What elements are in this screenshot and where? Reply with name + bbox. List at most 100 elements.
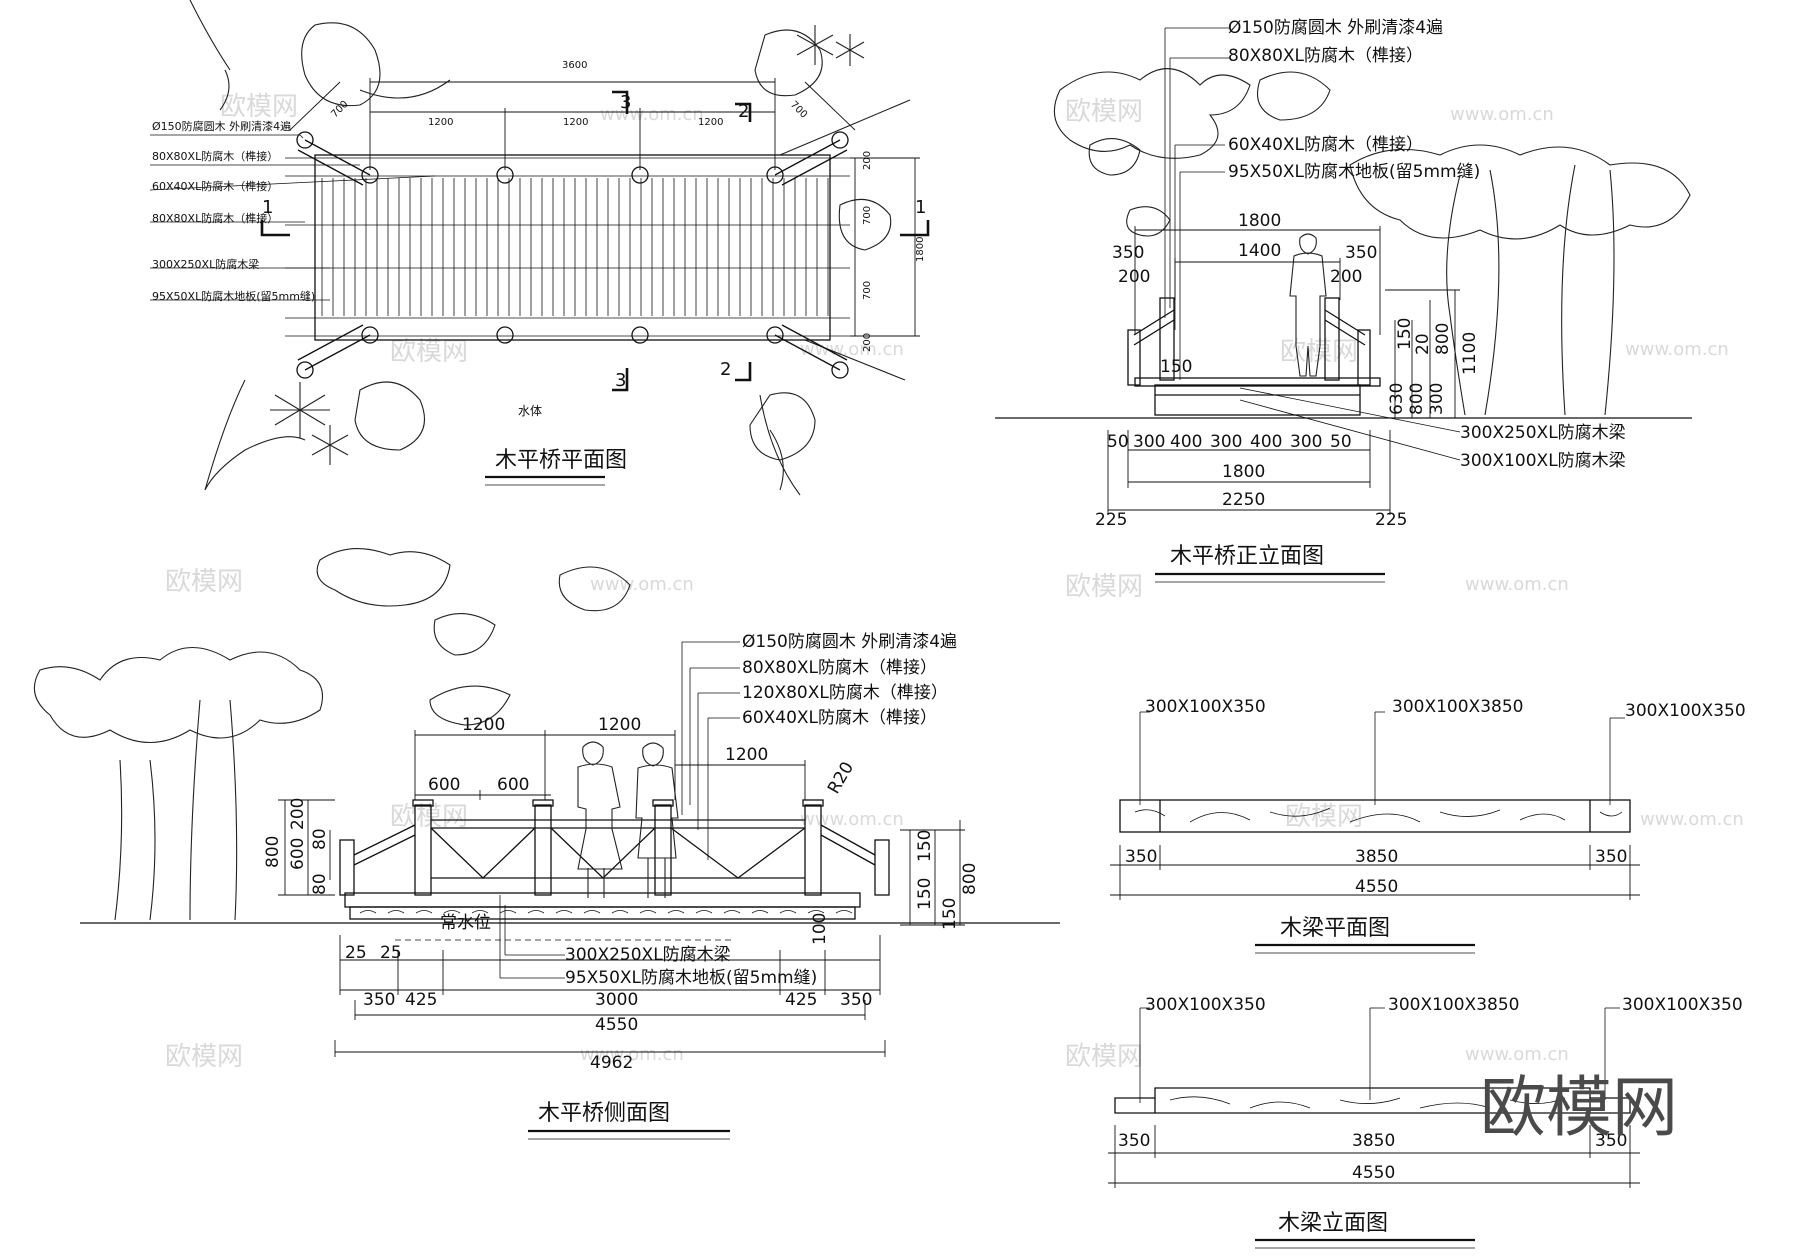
side-post [534,804,552,896]
front-dim-lo: 400 [1250,432,1282,452]
front-dim: 150 [1160,357,1192,377]
beam-elev-leaders [1139,1007,1620,1103]
plan-note: 95X50XL防腐木地板(留5mm缝) [152,289,315,303]
front-dim-r: 20 [1413,333,1433,355]
side-dim-l: 80 [310,828,330,850]
plan-note: 80X80XL防腐木（榫接） [152,211,278,225]
side-beam-grain-mark [387,910,405,914]
front-note-beam: 300X100XL防腐木梁 [1460,451,1626,471]
side-note: 120X80XL防腐木（榫接） [742,683,948,703]
plan-rock [754,29,823,97]
beam-plan-dim: 350 [1595,847,1627,867]
plan-dim-r: 200 [862,151,873,170]
front-dim-r: 800 [1407,383,1427,415]
side-dim-b: 25 [380,943,402,963]
front-tree-trunk [1561,164,1615,416]
side-dim: 1200 [598,715,641,735]
section-mark-3: 3 [615,370,626,391]
side-person [577,741,623,898]
side-person [635,742,679,898]
side-note-leaders [499,641,740,979]
plan-dim-1200: 1200 [698,117,723,128]
plan-view: 3600 1200 1200 1200 700 700 200 700 700 … [149,0,930,496]
watermark-url: www.om.cn [800,809,904,830]
side-dim: 1200 [725,745,768,765]
plan-foliage [759,394,801,496]
front-side-rails [1133,309,1366,346]
side-dim-b: 425 [405,990,437,1010]
plan-dim-r: 700 [862,281,873,300]
side-dim-r: 100 [810,913,830,945]
plan-post [766,326,784,344]
front-title: 木平桥正立面图 [1170,544,1324,569]
front-dim-r: 300 [1427,383,1447,415]
side-water-level: 常水位 [440,913,491,933]
plan-deck-boards [321,178,829,316]
side-dim-b: 25 [345,943,367,963]
plan-rock [838,198,892,251]
watermark-url: www.om.cn [600,104,704,125]
plan-dim-1800: 1800 [915,237,926,262]
front-beam [1154,384,1361,416]
plan-dim-r: 200 [862,333,873,352]
front-post [1127,329,1141,386]
watermark-cn: 欧模网 [165,1042,243,1072]
side-rails [353,819,876,879]
plan-dim-3600: 3600 [562,60,587,71]
plan-deck-outline [314,154,831,341]
front-note: Ø150防腐圆木 外刷清漆4遍 [1228,18,1443,38]
side-dim: 600 [497,775,529,795]
beam-plan-view: 300X100X350 300X100X3850 300X100X350 350… [1110,697,1746,954]
side-dim-r: 150 [940,898,960,930]
side-beam-grain-mark [751,910,769,914]
watermark-cn: 欧模网 [1065,572,1143,602]
beam-elevation-view: 300X100X350 300X100X3850 300X100X350 350… [1108,995,1743,1249]
plan-dim-r: 700 [862,206,873,225]
watermark-cn: 欧模网 [165,567,243,597]
side-dim-r: 150 [915,830,935,862]
side-beam-grain-mark [639,910,657,914]
front-dim: 200 [1118,267,1150,287]
plan-dim-700: 700 [329,99,350,120]
beam-elev-grain [1169,1096,1566,1109]
front-dim-total: 225 [1375,510,1407,530]
beam-plan-dims [1110,845,1640,900]
side-post-cap [412,799,434,807]
side-dim-l: 80 [310,873,330,895]
watermark-cn: 欧模网 [1065,1042,1143,1072]
front-dim: 1800 [1238,211,1281,231]
front-note-beam: 300X250XL防腐木梁 [1460,423,1626,443]
side-dim-b: 425 [785,990,817,1010]
beam-plan-title: 木梁平面图 [1280,916,1390,941]
side-note-bottom: 95X50XL防腐木地板(留5mm缝) [565,968,817,988]
front-dim-r: 150 [1395,318,1415,350]
beam-elev-dims [1108,1125,1640,1188]
beam-plan-leaders [1139,711,1625,805]
side-beam-grain-mark [695,910,713,914]
side-beam-grain-mark [807,910,825,914]
front-dim-lower [1107,430,1391,515]
front-dim-upper [1134,226,1381,335]
front-dim-r: 630 [1387,383,1407,415]
plan-post [831,131,849,149]
side-dim-b: 4550 [595,1015,638,1035]
side-beam-grain-mark [723,910,741,914]
front-dim-lo: 300 [1290,432,1322,452]
side-beam-grain [359,910,853,914]
watermark-url: www.om.cn [1640,809,1744,830]
beam-elev-dim: 3850 [1352,1131,1395,1151]
front-dim-lo: 400 [1170,432,1202,452]
side-beam-grain-mark [835,910,853,914]
plan-end-rails [297,139,848,371]
beam-elev-dim: 350 [1118,1131,1150,1151]
side-beam-grain-mark [527,910,545,914]
watermark-url: www.om.cn [1465,574,1569,595]
side-tree-trunk [114,699,238,921]
side-post [339,839,355,896]
beam-plan-dim: 3850 [1355,847,1398,867]
watermark-url: www.om.cn [1450,104,1554,125]
front-elevation-view: Ø150防腐圆木 外刷清漆4遍 80X80XL防腐木（榫接） 60X40XL防腐… [995,18,1692,583]
side-dim-bottom [334,935,886,1057]
side-beam-grain-mark [779,910,797,914]
